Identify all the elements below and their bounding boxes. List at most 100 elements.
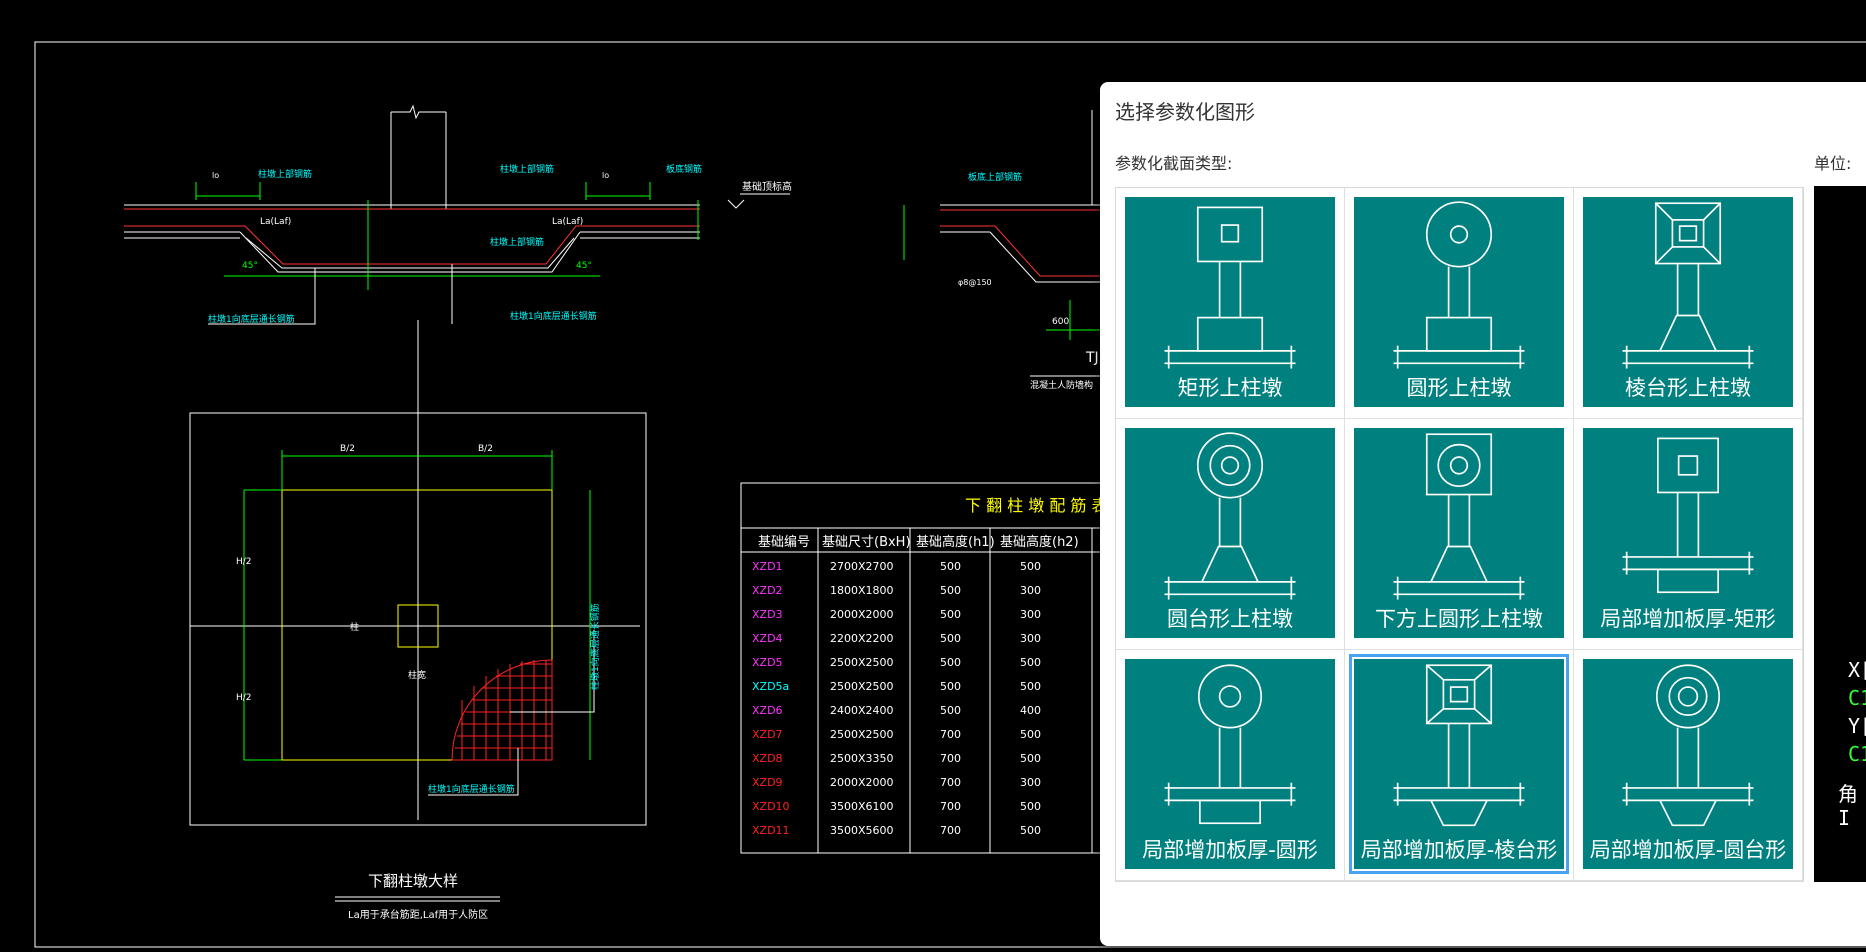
table-cell-h1: 700 bbox=[940, 728, 961, 741]
shape-tile[interactable]: 局部增加板厚-圆形 bbox=[1125, 659, 1335, 869]
shape-option-2[interactable]: 圆形上柱墩 bbox=[1345, 188, 1574, 419]
cone-pier-icon bbox=[1164, 432, 1296, 600]
label-lo-right: lo bbox=[602, 171, 609, 180]
table-cell-id: XZD11 bbox=[752, 824, 790, 837]
table-cell-size: 3500X6100 bbox=[830, 800, 894, 813]
table-cell-id: XZD5 bbox=[752, 656, 783, 669]
table-cell-size: 3500X5600 bbox=[830, 824, 894, 837]
label-half-b-right: B/2 bbox=[478, 444, 493, 454]
table-cell-size: 2500X2500 bbox=[830, 728, 894, 741]
table-cell-size: 2200X2200 bbox=[830, 632, 894, 645]
shape-option-6[interactable]: 局部增加板厚-矩形 bbox=[1574, 419, 1803, 650]
shape-option-7[interactable]: 局部增加板厚-圆形 bbox=[1116, 650, 1345, 881]
preview-text-line: C1 bbox=[1848, 686, 1866, 710]
table-cell-h1: 500 bbox=[940, 656, 961, 669]
label-angle-right: 45° bbox=[576, 261, 592, 271]
label-plan-bottom-note: 柱墩1向底层通长钢筋 bbox=[428, 783, 515, 795]
plan-subtitle: La用于承台筋距,Laf用于人防区 bbox=[348, 908, 488, 921]
label-lo-left: lo bbox=[212, 171, 219, 180]
table-header-size: 基础尺寸(BxH) bbox=[822, 535, 911, 550]
shape-option-4[interactable]: 圆台形上柱墩 bbox=[1116, 419, 1345, 650]
table-cell-h2: 500 bbox=[1020, 680, 1041, 693]
table-cell-id: XZD3 bbox=[752, 608, 783, 621]
table-cell-size: 2000X2000 bbox=[830, 608, 894, 621]
shape-tile[interactable]: 下方上圆形上柱墩 bbox=[1354, 428, 1564, 638]
table-cell-h1: 700 bbox=[940, 752, 961, 765]
shape-tile-label: 局部增加板厚-矩形 bbox=[1600, 607, 1776, 631]
shape-option-8[interactable]: 局部增加板厚-棱台形 bbox=[1345, 650, 1574, 881]
label-la-left: La(Laf) bbox=[260, 217, 291, 227]
preview-text-line: C1 bbox=[1848, 742, 1866, 766]
table-cell-h2: 300 bbox=[1020, 584, 1041, 597]
table-cell-size: 2500X2500 bbox=[830, 656, 894, 669]
preview-text-line: 角 bbox=[1838, 782, 1858, 806]
shape-tile[interactable]: 圆形上柱墩 bbox=[1354, 197, 1564, 407]
table-cell-size: 2700X2700 bbox=[830, 560, 894, 573]
shape-option-3[interactable]: 棱台形上柱墩 bbox=[1574, 188, 1803, 419]
dialog-title: 选择参数化图形 bbox=[1115, 100, 1255, 124]
rebar-table: 下 翻 柱 墩 配 筋 表 基础编号 基础尺寸(BxH) 基础高度(h1) 基础… bbox=[740, 482, 1108, 854]
rect-pier-icon bbox=[1164, 206, 1296, 369]
shape-tile[interactable]: 局部增加板厚-矩形 bbox=[1583, 428, 1793, 638]
shape-tile[interactable]: 棱台形上柱墩 bbox=[1583, 197, 1793, 407]
shape-tile-label: 下方上圆形上柱墩 bbox=[1375, 607, 1543, 631]
drawing-frame bbox=[34, 41, 1866, 948]
section-type-label: 参数化截面类型: bbox=[1115, 154, 1233, 173]
label-angle-left: 45° bbox=[242, 261, 258, 271]
table-cell-id: XZD4 bbox=[752, 632, 783, 645]
plan-title: 下翻柱墩大样 bbox=[368, 872, 458, 890]
label-half-b-left: B/2 bbox=[340, 444, 355, 454]
table-cell-id: XZD7 bbox=[752, 728, 783, 741]
section-detail-left: lo lo 柱墩上部钢筋 柱墩上部钢筋 板底钢筋 基础顶标高 La(Laf) L… bbox=[124, 104, 792, 325]
table-cell-id: XZD6 bbox=[752, 704, 783, 717]
label-bottom-left: 柱墩1向底层通长钢筋 bbox=[208, 313, 295, 325]
table-cell-id: XZD1 bbox=[752, 560, 783, 573]
shape-option-5[interactable]: 下方上圆形上柱墩 bbox=[1345, 419, 1574, 650]
frustum-pier-icon bbox=[1622, 202, 1754, 369]
table-cell-h1: 700 bbox=[940, 824, 961, 837]
square-round-pier-icon bbox=[1393, 433, 1525, 600]
table-cell-h1: 500 bbox=[940, 608, 961, 621]
table-header-id: 基础编号 bbox=[758, 535, 810, 550]
label-top-rebar-mid: 柱墩上部钢筋 bbox=[500, 163, 554, 175]
table-cell-size: 2500X3350 bbox=[830, 752, 894, 765]
shape-tile[interactable]: 圆台形上柱墩 bbox=[1125, 428, 1335, 638]
table-cell-h2: 500 bbox=[1020, 656, 1041, 669]
shape-preview-panel: X[C1Y[C1角I bbox=[1814, 186, 1866, 882]
table-cell-id: XZD2 bbox=[752, 584, 783, 597]
table-cell-h2: 500 bbox=[1020, 800, 1041, 813]
label-bottom-right: 柱墩1向底层通长钢筋 bbox=[510, 310, 597, 322]
shape-tile-label: 局部增加板厚-圆形 bbox=[1142, 838, 1318, 862]
shape-tile[interactable]: 矩形上柱墩 bbox=[1125, 197, 1335, 407]
select-parametric-shape-dialog: 选择参数化图形 参数化截面类型: 单位: 矩形上柱墩 圆形上柱墩棱台形上柱墩圆台形… bbox=[1100, 82, 1866, 946]
table-cell-h1: 700 bbox=[940, 800, 961, 813]
shape-tile[interactable]: 局部增加板厚-圆台形 bbox=[1583, 659, 1793, 869]
shape-option-1[interactable]: 矩形上柱墩 bbox=[1116, 188, 1345, 419]
table-header-h2: 基础高度(h2) bbox=[1000, 534, 1079, 550]
shape-tile-label: 矩形上柱墩 bbox=[1177, 376, 1283, 400]
table-cell-h2: 500 bbox=[1020, 752, 1041, 765]
table-header-h1: 基础高度(h1) bbox=[916, 534, 995, 550]
table-cell-size: 1800X1800 bbox=[830, 584, 894, 597]
shape-tile[interactable]: 局部增加板厚-棱台形 bbox=[1349, 654, 1569, 874]
label-top-rebar-left: 柱墩上部钢筋 bbox=[258, 168, 312, 180]
preview-text-line: X[ bbox=[1848, 658, 1866, 682]
preview-text-line: I bbox=[1838, 806, 1851, 830]
table-cell-id: XZD9 bbox=[752, 776, 783, 789]
table-cell-id: XZD5a bbox=[752, 680, 789, 693]
shape-option-9[interactable]: 局部增加板厚-圆台形 bbox=[1574, 650, 1803, 881]
label-top-rebar-right: 板底钢筋 bbox=[666, 163, 702, 175]
local-thick-rect-icon bbox=[1622, 437, 1754, 594]
table-cell-h2: 300 bbox=[1020, 776, 1041, 789]
label-half-h-top: H/2 bbox=[236, 557, 252, 567]
shape-tile-label: 棱台形上柱墩 bbox=[1625, 376, 1751, 400]
table-cell-h1: 500 bbox=[940, 704, 961, 717]
local-thick-circle-icon bbox=[1164, 664, 1296, 825]
preview-text-line: Y[ bbox=[1848, 714, 1866, 738]
unit-label: 单位: bbox=[1814, 154, 1852, 173]
label-plan-diag-note: 柱墩1向底层通长钢筋 bbox=[589, 603, 601, 690]
table-cell-h2: 500 bbox=[1020, 560, 1041, 573]
shape-tile-label: 局部增加板厚-棱台形 bbox=[1360, 838, 1558, 862]
table-cell-h1: 500 bbox=[940, 680, 961, 693]
